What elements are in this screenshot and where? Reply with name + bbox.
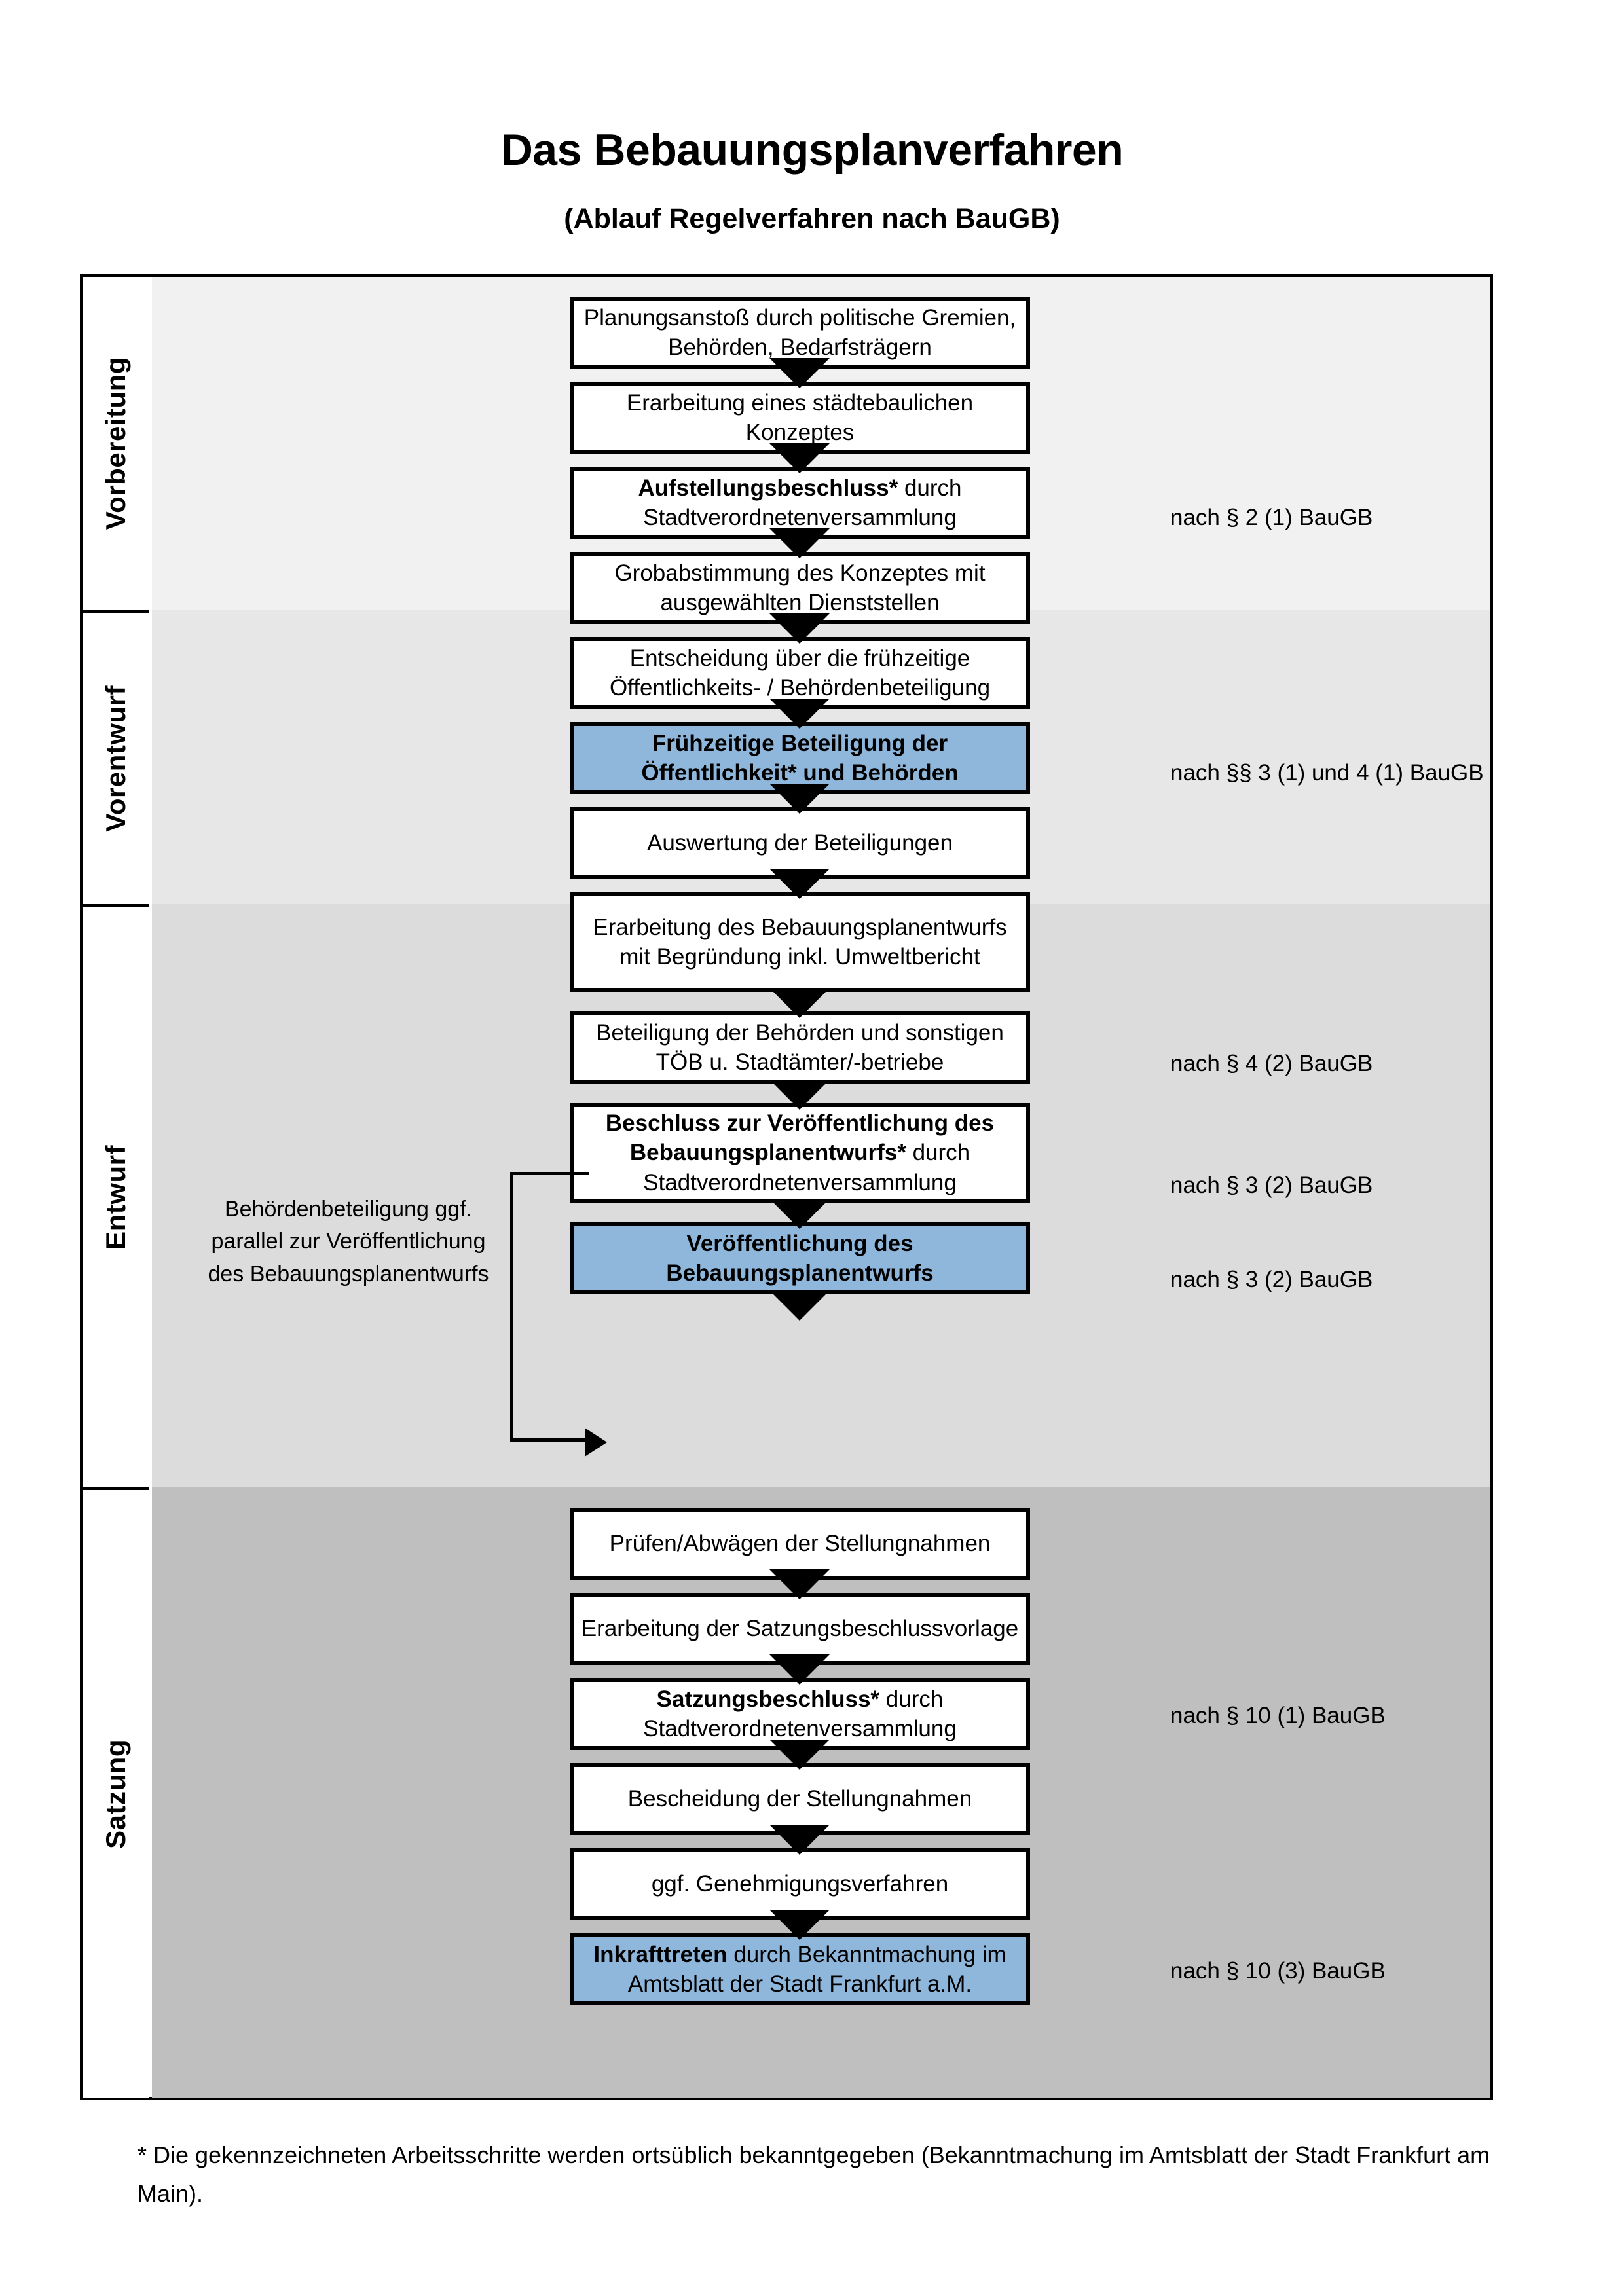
flow-node-label: Inkrafttreten durch Bekanntmachung im Am…: [580, 1940, 1020, 1999]
flowchart-frame: Vorbereitung Vorentwurf Entwurf Satzung …: [80, 274, 1493, 2100]
flow-node-label: Erarbeitung des Bebauungsplanentwurfs mi…: [593, 914, 1007, 970]
arrow-down-icon-9: [769, 1080, 830, 1110]
arrow-down-icon-10: [769, 1199, 830, 1229]
flow-node-label: Satzungsbeschluss* durch Stadtverordnete…: [580, 1685, 1020, 1744]
arrow-down-icon-4: [769, 613, 830, 644]
arrow-down-icon-5: [769, 699, 830, 729]
arrow-down-icon-11: [769, 1290, 830, 1321]
flow-node-fruehzeitige-beteiligung[interactable]: Frühzeitige Beteiligung der Öffentlichke…: [570, 722, 1030, 794]
flow-node-label: Beschluss zur Veröffentlichung des Bebau…: [580, 1108, 1020, 1198]
flow-node-label: Beteiligung der Behörden und sonstigen T…: [596, 1019, 1004, 1076]
arrow-down-icon-12: [769, 1569, 830, 1599]
flow-node-inkrafttreten[interactable]: Inkrafttreten durch Bekanntmachung im Am…: [570, 1933, 1030, 2005]
legal-ref-5: nach § 3 (2) BauGB: [1170, 1267, 1373, 1292]
flow-node-satzungsbeschluss[interactable]: Satzungsbeschluss* durch Stadtverordnete…: [570, 1678, 1030, 1750]
flow-node-bescheidung-stellungnahmen[interactable]: Bescheidung der Stellungnahmen: [570, 1763, 1030, 1835]
flow-node-label: Auswertung der Beteiligungen: [647, 830, 953, 856]
flow-node-label-bold: Aufstellungsbeschluss*: [638, 475, 898, 501]
flow-node-label-bold: Satzungsbeschluss*: [656, 1686, 880, 1712]
flow-node-veroeffentlichung-entwurf[interactable]: Veröffentlichung des Bebauungsplanentwur…: [570, 1222, 1030, 1294]
arrow-down-icon-3: [769, 528, 830, 558]
flow-node-label-rest: durch Stadtverordnetenversammlung: [643, 475, 962, 531]
arrow-down-icon-2: [769, 443, 830, 473]
flow-node-label-rest: durch Bekanntmachung im Amtsblatt der St…: [627, 1941, 1006, 1997]
legal-ref-6: nach § 10 (1) BauGB: [1170, 1703, 1386, 1728]
flow-node-label-bold: Inkrafttreten: [593, 1941, 728, 1967]
flow-node-label: Planungsanstoß durch politische Gremien,…: [583, 304, 1016, 361]
page-title: Das Bebauungsplanverfahren: [500, 125, 1124, 175]
flow-node-label: Entscheidung über die frühzeitige Öffent…: [609, 645, 991, 701]
phase-label-vorentwurf: Vorentwurf: [100, 685, 131, 832]
flow-node-label: Erarbeitung eines städtebaulichen Konzep…: [626, 390, 974, 446]
arrow-down-icon-16: [769, 1910, 830, 1940]
flow-node-label: ggf. Genehmigungsverfahren: [651, 1871, 949, 1897]
legal-ref-4: nach § 3 (2) BauGB: [1170, 1173, 1373, 1198]
flow-node-label: Prüfen/Abwägen der Stellungnahmen: [609, 1531, 991, 1557]
flow-node-label-bold: Beschluss zur Veröffentlichung des Bebau…: [605, 1110, 995, 1166]
legal-ref-2: nach §§ 3 (1) und 4 (1) BauGB: [1170, 760, 1484, 786]
arrow-down-icon-13: [769, 1654, 830, 1685]
flow-node-beteiligung-behoerden-toeb[interactable]: Beteiligung der Behörden und sonstigen T…: [570, 1011, 1030, 1084]
flow-node-label: Veröffentlichung des Bebauungsplanentwur…: [666, 1230, 934, 1286]
phase-cell-entwurf: Entwurf: [83, 904, 149, 1487]
flow-node-label: Bescheidung der Stellungnahmen: [627, 1786, 972, 1812]
phase-cell-vorentwurf: Vorentwurf: [83, 610, 149, 904]
parallel-process-arrow-icon: [585, 1428, 607, 1457]
arrow-down-icon-15: [769, 1825, 830, 1855]
phase-cell-satzung: Satzung: [83, 1487, 149, 2098]
flow-node-label-rest: durch Stadtverordnetenversammlung: [643, 1140, 970, 1195]
phase-column: Vorbereitung Vorentwurf Entwurf Satzung: [83, 277, 149, 2098]
legal-ref-1: nach § 2 (1) BauGB: [1170, 505, 1373, 530]
phase-label-entwurf: Entwurf: [100, 1144, 131, 1250]
legal-ref-7: nach § 10 (3) BauGB: [1170, 1958, 1386, 1984]
arrow-down-icon-7: [769, 869, 830, 899]
flow-node-label: Grobabstimmung des Konzeptes mit ausgewä…: [614, 560, 986, 616]
page-subtitle: (Ablauf Regelverfahren nach BauGB): [564, 203, 1060, 234]
phase-label-satzung: Satzung: [100, 1740, 131, 1849]
flow-node-label-rest: durch Stadtverordnetenversammlung: [643, 1686, 957, 1742]
arrow-down-icon-6: [769, 784, 830, 814]
flow-node-grobabstimmung[interactable]: Grobabstimmung des Konzeptes mit ausgewä…: [570, 552, 1030, 624]
flow-node-label: Frühzeitige Beteiligung der Öffentlichke…: [641, 730, 959, 786]
arrow-down-icon-8: [769, 988, 830, 1018]
flow-node-planungsanstoss[interactable]: Planungsanstoß durch politische Gremien,…: [570, 297, 1030, 369]
flow-node-erarbeitung-satzungsbeschlussvorlage[interactable]: Erarbeitung der Satzungsbeschlussvorlage: [570, 1593, 1030, 1665]
flow-node-erarbeitung-bebauungsplanentwurf[interactable]: Erarbeitung des Bebauungsplanentwurfs mi…: [570, 892, 1030, 992]
arrow-down-icon-14: [769, 1740, 830, 1770]
flow-node-beschluss-veroeffentlichung[interactable]: Beschluss zur Veröffentlichung des Bebau…: [570, 1103, 1030, 1203]
side-note-parallel-process: Behördenbeteiligung ggf. parallel zur Ve…: [208, 1197, 489, 1286]
flow-node-label: Aufstellungsbeschluss* durch Stadtverord…: [580, 473, 1020, 533]
phase-label-vorbereitung: Vorbereitung: [100, 356, 131, 530]
footnote: * Die gekennzeichneten Arbeitsschritte w…: [138, 2141, 1490, 2208]
legal-ref-3: nach § 4 (2) BauGB: [1170, 1051, 1373, 1076]
arrow-down-icon-1: [769, 358, 830, 388]
parallel-process-bracket: [510, 1172, 589, 1442]
page-header: Das Bebauungsplanverfahren (Ablauf Regel…: [0, 0, 1624, 235]
flow-node-label: Erarbeitung der Satzungsbeschlussvorlage: [581, 1616, 1019, 1642]
flow-node-auswertung-beteiligungen[interactable]: Auswertung der Beteiligungen: [570, 807, 1030, 879]
phase-cell-vorbereitung: Vorbereitung: [83, 277, 149, 610]
